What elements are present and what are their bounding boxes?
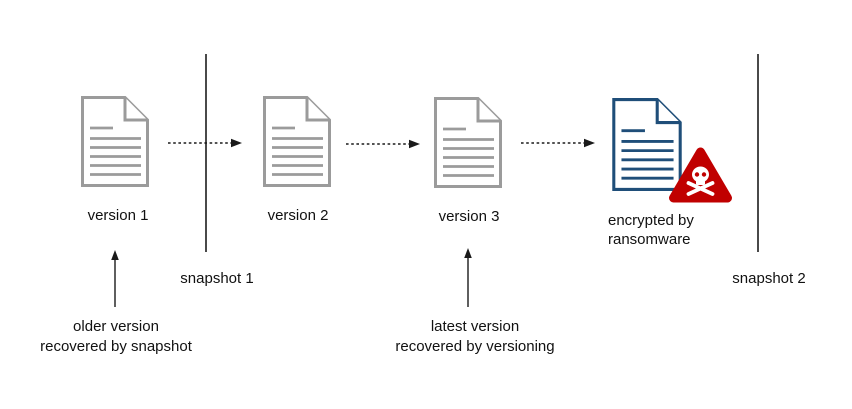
up-arrow-icon-1 <box>111 250 119 307</box>
snapshot-2-label: snapshot 2 <box>732 270 806 287</box>
latest-version-annotation: latest version recovered by versioning <box>395 318 555 355</box>
version-1-label: version 1 <box>87 207 149 224</box>
document-version-2-icon <box>262 95 332 188</box>
encrypted-by-ransomware-label: encrypted by ransomware <box>608 212 694 248</box>
document-version-1-icon <box>80 95 150 188</box>
version-3-label: version 3 <box>438 208 500 225</box>
dashed-arrow-icon-1 <box>168 138 242 148</box>
snapshot-1-label: snapshot 1 <box>180 270 254 287</box>
snapshot-line-2 <box>757 54 759 252</box>
older-version-annotation: older version recovered by snapshot <box>40 318 192 355</box>
version-2-label: version 2 <box>267 207 329 224</box>
snapshot-line-1 <box>205 54 207 252</box>
document-encrypted-icon <box>611 97 683 192</box>
dashed-arrow-icon-3 <box>521 138 595 148</box>
document-version-3-icon <box>433 96 503 189</box>
up-arrow-icon-2 <box>464 248 472 307</box>
dashed-arrow-icon-2 <box>346 139 420 149</box>
ransomware-warning-skull-icon <box>666 141 735 203</box>
